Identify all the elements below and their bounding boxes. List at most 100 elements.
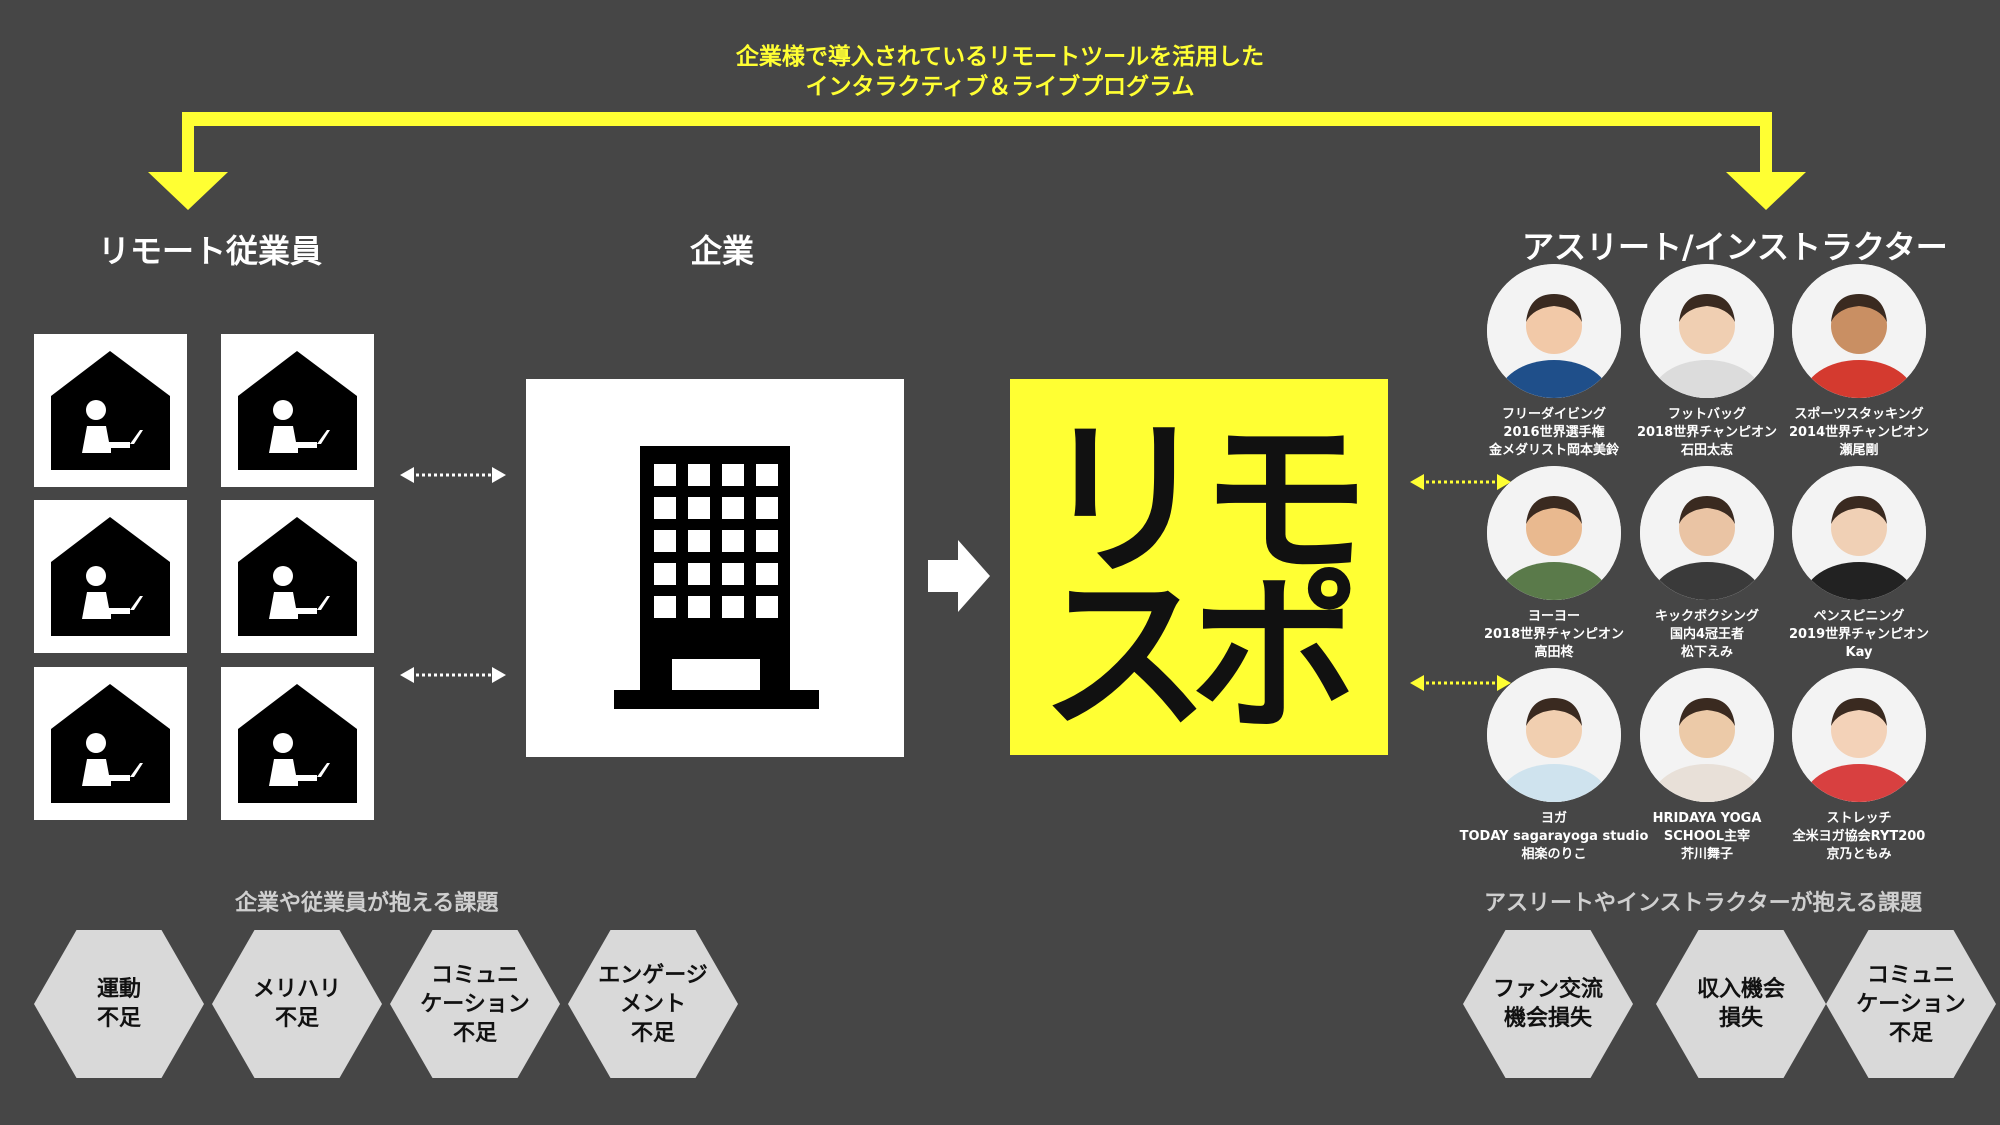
athlete-caption-line: TODAY sagarayoga studio xyxy=(1459,829,1649,844)
athlete-caption-line: 全米ヨガ協会RYT200 xyxy=(1792,829,1926,844)
athlete-caption-line: フリーダイビング xyxy=(1501,407,1606,422)
house-worker-icon xyxy=(238,684,357,803)
brand-char: モ xyxy=(1200,402,1370,600)
brand-char: ス xyxy=(1040,557,1210,755)
athlete-card: HRIDAYA YOGA SCHOOL主宰芥川舞子 xyxy=(1612,668,1802,864)
athlete-caption-line: 2018世界チャンピオン xyxy=(1636,425,1778,440)
person-silhouette-icon xyxy=(1792,466,1926,600)
house-tile xyxy=(34,667,187,820)
person-silhouette-icon xyxy=(1640,668,1774,802)
person-silhouette-icon xyxy=(1487,466,1621,600)
athlete-caption-line: 金メダリスト岡本美鈴 xyxy=(1488,443,1619,458)
top-caption-line-1: 企業様で導入されているリモートツールを活用した xyxy=(735,44,1265,70)
brand-char: リ xyxy=(1040,402,1210,600)
issue-hexagon: コミュニ ケーション 不足 xyxy=(1826,930,1996,1078)
athlete-caption-line: SCHOOL主宰 xyxy=(1663,829,1751,844)
athlete-issues-title: アスリートやインストラクターが抱える課題 xyxy=(1484,891,1923,916)
athlete-photo xyxy=(1792,466,1926,600)
brand-logo-box: リ モ ス ポ xyxy=(1010,379,1388,755)
house-tile xyxy=(221,500,374,653)
athlete-caption: ヨガ TODAY sagarayoga studio 相楽のりこ xyxy=(1459,810,1649,864)
issue-label: 収入機会 損失 xyxy=(1696,977,1785,1031)
issue-hexagon: メリハリ 不足 xyxy=(212,930,382,1078)
house-worker-icon xyxy=(51,517,170,636)
athlete-caption-line: 2019世界チャンピオン xyxy=(1788,627,1930,642)
athlete-caption-line: ヨーヨー xyxy=(1527,609,1580,624)
athlete-caption-line: 京乃ともみ xyxy=(1826,847,1892,862)
top-caption-line-2: インタラクティブ＆ライブプログラム xyxy=(805,74,1195,100)
house-worker-icon xyxy=(51,351,170,470)
athlete-photo xyxy=(1487,466,1621,600)
athlete-card: ヨガ TODAY sagarayoga studio 相楽のりこ xyxy=(1459,668,1649,864)
section-title-athletes: アスリート/インストラクター xyxy=(1522,228,1948,266)
issue-hexagon: ファン交流 機会損失 xyxy=(1463,930,1633,1078)
athlete-caption-line: 2014世界チャンピオン xyxy=(1788,425,1930,440)
athlete-caption-line: ヨガ xyxy=(1540,811,1567,826)
person-silhouette-icon xyxy=(1640,466,1774,600)
athlete-caption-line: 高田柊 xyxy=(1534,645,1574,660)
top-caption: 企業様で導入されているリモートツールを活用した インタラクティブ＆ライブプログラ… xyxy=(500,42,1500,102)
athlete-card: ヨーヨー 2018世界チャンピオン高田柊 xyxy=(1459,466,1649,662)
athlete-card: ペンスピニング 2019世界チャンピオン Kay xyxy=(1764,466,1954,662)
double-arrow-icon xyxy=(400,467,506,483)
company-issues-title: 企業や従業員が抱える課題 xyxy=(235,891,499,916)
house-worker-icon xyxy=(51,684,170,803)
issue-hexagon: エンゲージ メント 不足 xyxy=(568,930,738,1078)
company-box xyxy=(526,379,904,757)
brand-char: ポ xyxy=(1190,557,1360,755)
bracket-bar xyxy=(182,112,1772,170)
issue-hexagon: 収入機会 損失 xyxy=(1656,930,1826,1078)
bracket-arrow-right-head xyxy=(1726,140,1806,210)
athlete-caption-line: キックボクシング xyxy=(1654,609,1759,624)
house-tile xyxy=(34,500,187,653)
athlete-caption-line: 石田太志 xyxy=(1680,443,1733,458)
person-silhouette-icon xyxy=(1792,668,1926,802)
athlete-caption-line: スポーツスタッキング xyxy=(1794,407,1924,422)
athlete-caption-line: ペンスピニング xyxy=(1813,609,1905,624)
double-arrow-yellow-icon xyxy=(1410,474,1511,490)
section-title-company: 企業 xyxy=(690,232,755,270)
athlete-card: フリーダイビング 2016世界選手権金メダリスト岡本美鈴 xyxy=(1459,264,1649,460)
athlete-photo xyxy=(1487,264,1621,398)
athlete-photo xyxy=(1792,264,1926,398)
house-tile xyxy=(221,667,374,820)
issue-hexagon: 運動 不足 xyxy=(34,930,204,1078)
issue-label: 運動 不足 xyxy=(96,977,141,1031)
athlete-photo xyxy=(1640,668,1774,802)
athlete-caption: フリーダイビング 2016世界選手権金メダリスト岡本美鈴 xyxy=(1459,406,1649,460)
athlete-caption-line: 芥川舞子 xyxy=(1680,847,1733,862)
athlete-card: キックボクシング国内4冠王者松下えみ xyxy=(1612,466,1802,662)
double-arrow-icon xyxy=(400,667,506,683)
brand-logo: リ モ ス ポ xyxy=(1040,402,1370,755)
issue-label: ファン交流 機会損失 xyxy=(1492,977,1603,1031)
athlete-photo xyxy=(1792,668,1926,802)
person-silhouette-icon xyxy=(1487,264,1621,398)
athlete-card: スポーツスタッキング 2014世界チャンピオン瀬尾剛 xyxy=(1764,264,1954,460)
issue-label: エンゲージ メント 不足 xyxy=(598,962,708,1046)
athlete-caption-line: 瀬尾剛 xyxy=(1839,443,1879,458)
athlete-caption: HRIDAYA YOGA SCHOOL主宰芥川舞子 xyxy=(1612,810,1802,864)
athlete-caption: ペンスピニング 2019世界チャンピオン Kay xyxy=(1764,608,1954,662)
athlete-caption-line: 相楽のりこ xyxy=(1521,847,1587,862)
athlete-photo xyxy=(1487,668,1621,802)
issue-hexagon: コミュニ ケーション 不足 xyxy=(390,930,560,1078)
issue-label: メリハリ 不足 xyxy=(252,977,341,1031)
person-silhouette-icon xyxy=(1640,264,1774,398)
athlete-caption-line: 松下えみ xyxy=(1680,645,1733,660)
athlete-caption: ヨーヨー 2018世界チャンピオン高田柊 xyxy=(1459,608,1649,662)
athlete-caption-line: HRIDAYA YOGA xyxy=(1652,811,1762,826)
bracket-arrow-left-head xyxy=(148,140,228,210)
athlete-caption-line: 2018世界チャンピオン xyxy=(1483,627,1625,642)
athlete-photo xyxy=(1640,264,1774,398)
house-worker-icon xyxy=(238,351,357,470)
arrow-right-icon xyxy=(928,540,990,612)
athlete-caption-line: Kay xyxy=(1845,645,1873,660)
double-arrow-yellow-icon xyxy=(1410,675,1511,691)
athlete-caption-line: 国内4冠王者 xyxy=(1669,627,1745,642)
person-silhouette-icon xyxy=(1792,264,1926,398)
athlete-caption-line: 2016世界選手権 xyxy=(1503,425,1605,440)
bracket-arrow xyxy=(148,112,1806,210)
